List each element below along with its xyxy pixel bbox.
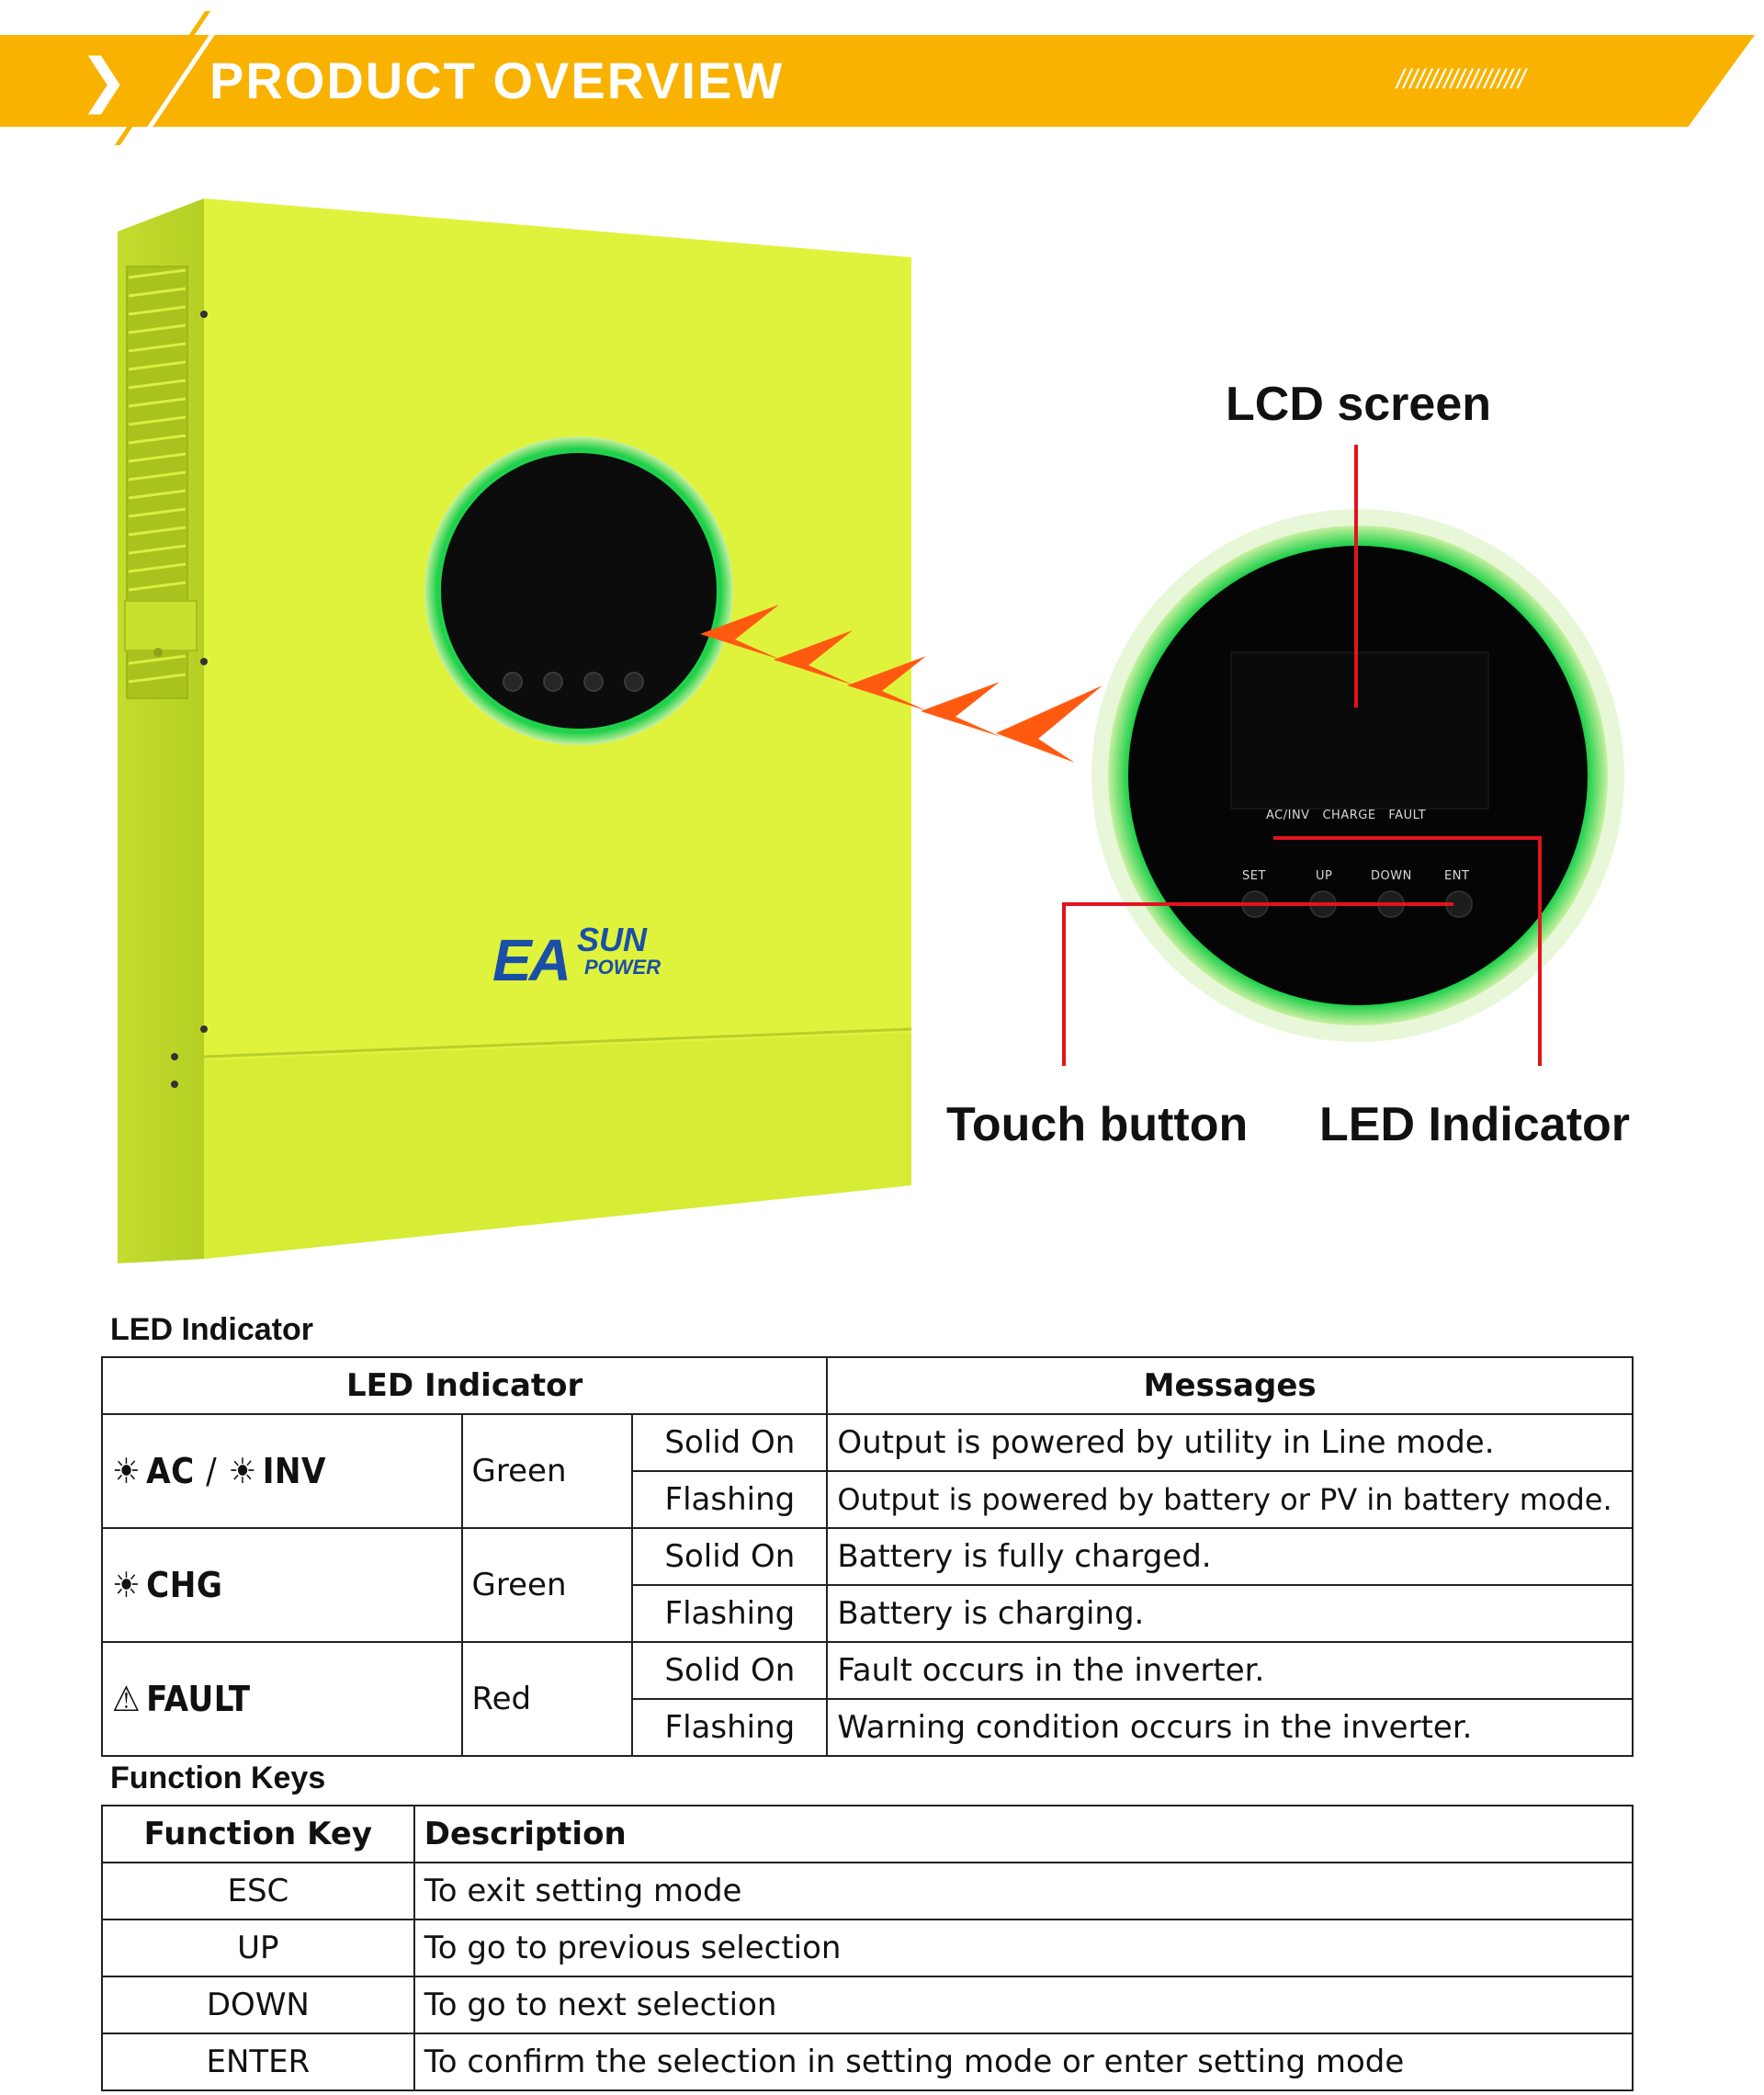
inverter-display: [441, 453, 717, 729]
table-row: DOWN To go to next selection: [101, 1976, 1634, 2034]
function-key: ENTER: [101, 2033, 415, 2091]
led-state: Solid On: [631, 1413, 829, 1472]
screw: [200, 658, 208, 665]
table-row: ☀CHG Green Solid On Battery is fully cha…: [101, 1527, 1634, 1643]
led-name-chg: ☀CHG: [101, 1527, 463, 1643]
function-description: To exit setting mode: [413, 1862, 1634, 1920]
function-key: UP: [101, 1919, 415, 1977]
logo-text: SUN: [577, 921, 648, 958]
led-state: Solid On: [631, 1527, 829, 1586]
led-state: Flashing: [631, 1584, 829, 1643]
led-message: Output is powered by battery or PV in ba…: [826, 1470, 1634, 1529]
lcd-panel: [1230, 651, 1489, 810]
callout-touch-button: Touch button: [946, 1098, 1249, 1151]
function-keys-heading: Function Keys: [110, 1761, 326, 1795]
light-icon: ☀: [228, 1451, 257, 1491]
function-description: To confirm the selection in setting mode…: [413, 2033, 1634, 2091]
table-header-row: Function Key Description: [101, 1805, 1634, 1863]
header-description: Description: [413, 1805, 1634, 1863]
light-icon: ☀: [112, 1565, 141, 1605]
table-row: Flashing Output is powered by battery or…: [102, 1470, 1634, 1529]
section-banner: ❯ PRODUCT OVERVIEW ///////////////////: [0, 0, 1764, 147]
logo-text: POWER: [584, 956, 662, 979]
led-message: Warning condition occurs in the inverter…: [826, 1698, 1634, 1757]
led-name-fault: ⚠FAULT: [101, 1641, 463, 1757]
function-keys-table: Function Key Description ESC To exit set…: [101, 1805, 1634, 2091]
banner-hatch-decoration: ///////////////////: [1396, 64, 1525, 95]
screw: [171, 1081, 178, 1088]
section-title: PRODUCT OVERVIEW: [209, 51, 785, 109]
inverter-drawing: [118, 198, 1624, 1263]
table-row: ESC To exit setting mode: [101, 1862, 1634, 1920]
led-message: Battery is fully charged.: [826, 1527, 1634, 1586]
function-key: DOWN: [101, 1976, 415, 2034]
zoom-key-label-set: SET: [1242, 869, 1266, 883]
screw: [200, 1025, 208, 1033]
inverter-lower-cover: [204, 1033, 911, 1259]
zoom-key-label-ent: ENT: [1444, 869, 1470, 883]
led-message: Battery is charging.: [826, 1584, 1634, 1643]
led-message: Output is powered by utility in Line mod…: [826, 1413, 1634, 1472]
product-illustration: AC/INV CHARGE FAULT SET UP DOWN ENT EA S…: [0, 156, 1764, 1286]
led-section-heading: LED Indicator: [110, 1312, 314, 1347]
light-icon: ☀: [112, 1451, 141, 1491]
callout-lcd-screen: LCD screen: [1226, 378, 1491, 431]
front-seam: [203, 1027, 912, 1059]
led-name-ac-inv: ☀AC / ☀INV: [101, 1413, 463, 1529]
header-led-indicator: LED Indicator: [100, 1356, 829, 1415]
side-bracket: [124, 600, 198, 651]
led-color: Red: [460, 1641, 634, 1757]
screw: [171, 1053, 178, 1060]
warning-icon: ⚠: [112, 1679, 141, 1719]
table-row: Flashing Battery is charging.: [102, 1584, 1634, 1643]
header-function-key: Function Key: [101, 1805, 415, 1863]
banner-bar: [0, 35, 1755, 127]
zoom-key-label-down: DOWN: [1371, 869, 1412, 883]
table-row: ☀AC / ☀INV Green Solid On Output is powe…: [101, 1413, 1634, 1529]
table-row: Flashing Warning condition occurs in the…: [102, 1698, 1634, 1757]
chevron-right-icon: ❯: [79, 47, 129, 115]
zoom-indicator-labels: AC/INV CHARGE FAULT: [1266, 809, 1427, 822]
easun-power-logo: EA SUN POWER: [492, 919, 695, 1002]
function-key: ESC: [101, 1862, 415, 1920]
header-messages: Messages: [826, 1356, 1634, 1415]
led-state: Flashing: [631, 1470, 829, 1529]
function-description: To go to next selection: [413, 1976, 1634, 2034]
led-color: Green: [460, 1413, 634, 1529]
zoom-key-label-up: UP: [1316, 869, 1333, 883]
arrow-icons: [700, 605, 1102, 763]
callout-led-indicator: LED Indicator: [1319, 1098, 1631, 1151]
led-color: Green: [460, 1527, 634, 1643]
table-row: UP To go to previous selection: [101, 1919, 1634, 1977]
screw: [200, 311, 208, 318]
led-indicator-table: LED Indicator Messages ☀AC / ☀INV Green …: [100, 1356, 1634, 1757]
table-row: ⚠FAULT Red Solid On Fault occurs in the …: [101, 1641, 1634, 1757]
table-header-row: LED Indicator Messages: [100, 1356, 1634, 1415]
table-row: ENTER To confirm the selection in settin…: [101, 2033, 1634, 2091]
led-state: Solid On: [631, 1641, 829, 1700]
led-state: Flashing: [631, 1698, 829, 1757]
callout-lines: [1062, 445, 1542, 1066]
led-message: Fault occurs in the inverter.: [826, 1641, 1634, 1700]
screw: [153, 648, 163, 657]
inverter-key-dots: [503, 672, 644, 692]
function-description: To go to previous selection: [413, 1919, 1634, 1977]
logo-text: EA: [492, 927, 571, 993]
